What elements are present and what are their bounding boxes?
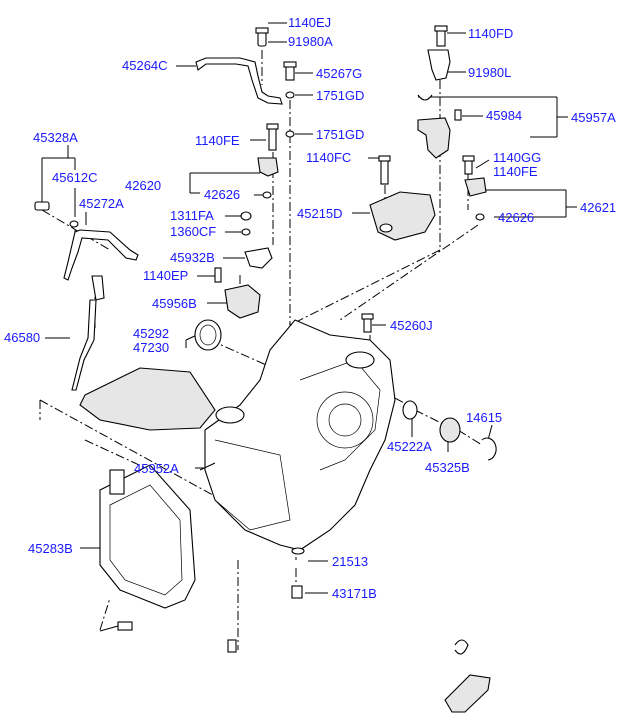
label-21513: 21513 bbox=[332, 554, 368, 569]
label-42621: 42621 bbox=[580, 200, 616, 215]
label-46580: 46580 bbox=[4, 330, 40, 345]
label-43171b: 43171B bbox=[332, 586, 377, 601]
label-45292: 45292 bbox=[133, 326, 169, 341]
label-1751gd-lower: 1751GD bbox=[316, 127, 364, 142]
label-45328a: 45328A bbox=[33, 130, 78, 145]
label-1140fc: 1140FC bbox=[306, 150, 351, 165]
label-45984: 45984 bbox=[486, 108, 522, 123]
label-45932b: 45932B bbox=[170, 250, 215, 265]
label-45325b: 45325B bbox=[425, 460, 470, 475]
label-1140gg: 1140GG bbox=[493, 150, 541, 165]
label-45283b: 45283B bbox=[28, 541, 73, 556]
label-42620: 42620 bbox=[125, 178, 161, 193]
label-45222a: 45222A bbox=[387, 439, 432, 454]
label-45267g: 45267G bbox=[316, 66, 362, 81]
label-1751gd-upper: 1751GD bbox=[316, 88, 364, 103]
label-1311fa: 1311FA bbox=[170, 208, 214, 223]
label-45612c: 45612C bbox=[52, 170, 98, 185]
label-45956b: 45956B bbox=[152, 296, 197, 311]
label-1140ep: 1140EP bbox=[143, 268, 188, 283]
label-45272a: 45272A bbox=[79, 196, 124, 211]
label-1140fe-right: 1140FE bbox=[493, 164, 538, 179]
label-45215d: 45215D bbox=[297, 206, 343, 221]
label-45260j: 45260J bbox=[390, 318, 433, 333]
label-1140fe-center: 1140FE bbox=[195, 133, 240, 148]
label-47230: 47230 bbox=[133, 340, 169, 355]
label-42626-right: 42626 bbox=[498, 210, 534, 225]
label-45264c: 45264C bbox=[122, 58, 168, 73]
label-45957a: 45957A bbox=[571, 110, 616, 125]
label-14615: 14615 bbox=[466, 410, 502, 425]
label-1140fd: 1140FD bbox=[468, 26, 513, 41]
label-45952a: 45952A bbox=[134, 461, 179, 476]
label-91980a: 91980A bbox=[288, 34, 333, 49]
label-1140ej: 1140EJ bbox=[288, 15, 331, 30]
parts bbox=[34, 25, 497, 713]
label-91980l: 91980L bbox=[468, 65, 511, 80]
label-1360cf: 1360CF bbox=[170, 224, 216, 239]
label-42626-left: 42626 bbox=[204, 187, 240, 202]
part-labels: 1140EJ 91980A 45264C 45267G 1751GD 1751G… bbox=[4, 15, 616, 601]
